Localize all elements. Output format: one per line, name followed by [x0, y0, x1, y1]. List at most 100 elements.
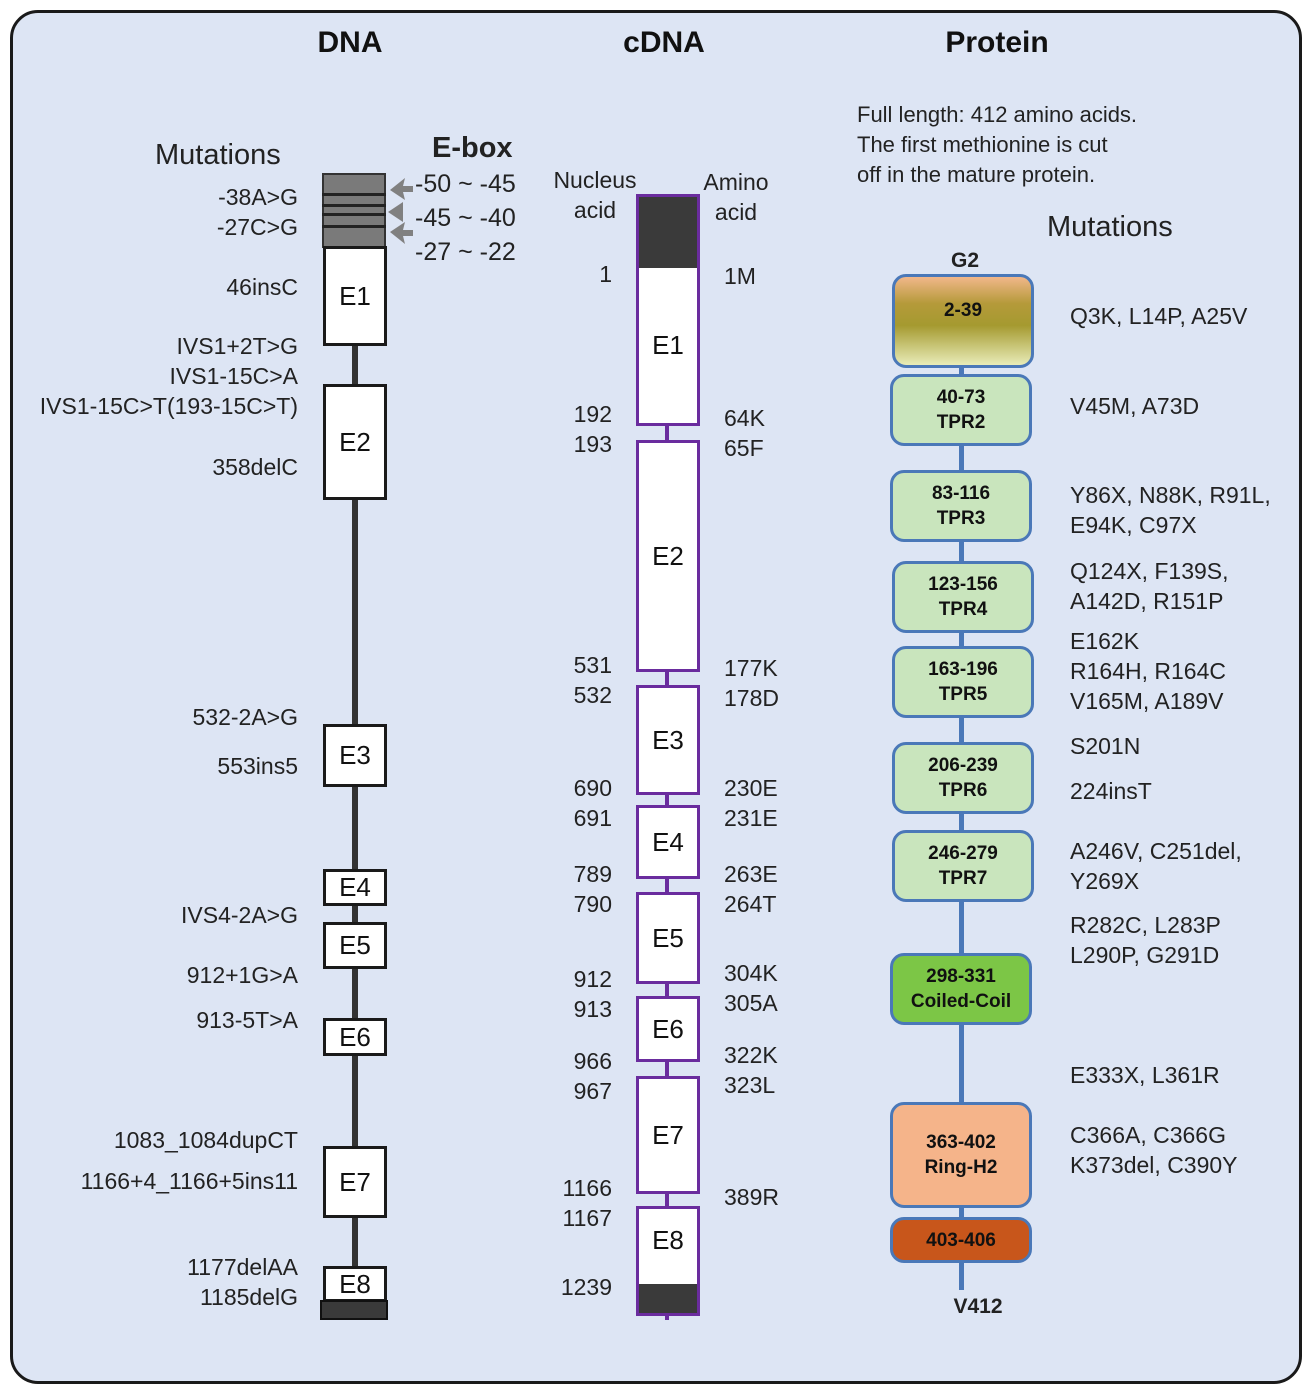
protein-mutation-group: Y86X, N88K, R91L, E94K, C97X — [1070, 480, 1271, 540]
protein-mutation: E333X, L361R — [1070, 1062, 1220, 1088]
amino-acid-position: 389R — [724, 1184, 779, 1210]
cdna-exon-e8: E8 — [636, 1206, 700, 1286]
dna-mutation: -27C>G — [216, 214, 298, 240]
nucleotide-position: 531 — [573, 652, 612, 678]
protein-domain-tpr5: 163-196 TPR5 — [892, 646, 1034, 718]
amino-acid-position: 178D — [724, 685, 779, 711]
nucleotide-position: 913 — [573, 996, 612, 1022]
nucleus-acid-label-1: Nucleus — [553, 167, 637, 193]
amino-acid-label-2: acid — [714, 199, 758, 225]
amino-acid-label-1: Amino — [703, 169, 769, 195]
protein-description: Full length: 412 amino acids. The first … — [857, 100, 1217, 190]
protein-description-line: Full length: 412 amino acids. — [857, 102, 1138, 127]
amino-acid-position: 231E — [724, 805, 778, 831]
dna-mutation: IVS1-15C>A — [169, 363, 299, 389]
protein-domain-tpr6: 206-239 TPR6 — [892, 742, 1034, 814]
amino-acid-position: 65F — [724, 435, 764, 461]
dna-exon-e6: E6 — [323, 1018, 387, 1056]
protein-mutation: R282C, L283P — [1070, 912, 1221, 938]
dna-exon-e3: E3 — [323, 724, 387, 787]
protein-axis-line — [959, 360, 964, 1290]
protein-mutation: A142D, R151P — [1070, 588, 1224, 614]
protein-mutation: V165M, A189V — [1070, 688, 1224, 714]
dna-mutation: 1177delAA — [187, 1254, 298, 1280]
domain-name: Ring-H2 — [924, 1157, 998, 1178]
protein-mutation: 224insT — [1070, 778, 1152, 804]
dna-mutation: -38A>G — [218, 184, 298, 210]
ebox-marker — [322, 204, 386, 207]
dna-header: DNA — [317, 26, 383, 59]
ebox-range: -27 ~ -22 — [415, 238, 516, 266]
protein-start-label: G2 — [950, 249, 980, 272]
nucleotide-position: 789 — [573, 861, 612, 887]
dna-mutation: 1185delG — [199, 1284, 298, 1310]
domain-name: TPR6 — [938, 780, 988, 801]
protein-mutation: V45M, A73D — [1070, 393, 1200, 419]
domain-range: 403-406 — [926, 1229, 996, 1251]
nucleotide-position: 1166 — [562, 1175, 612, 1201]
protein-domain-ring-h2: 363-402 Ring-H2 — [890, 1102, 1032, 1208]
protein-mutation: A246V, C251del, — [1070, 838, 1242, 864]
protein-domain-tpr4: 123-156 TPR4 — [892, 561, 1034, 633]
protein-mutation: Y86X, N88K, R91L, — [1070, 482, 1271, 508]
nucleotide-position: 193 — [573, 431, 612, 457]
protein-mutation-group: Q3K, L14P, A25V — [1070, 301, 1247, 331]
dna-mutation: 912+1G>A — [186, 962, 298, 988]
amino-acid-position: 323L — [724, 1072, 776, 1098]
dna-mutation: 532-2A>G — [192, 704, 299, 730]
protein-mutation: E162K — [1070, 628, 1140, 654]
nucleotide-position: 691 — [573, 805, 612, 831]
ebox-marker — [322, 213, 386, 216]
protein-mutation-group: C366A, C366G K373del, C390Y — [1070, 1120, 1238, 1180]
cdna-exon-e6: E6 — [636, 996, 700, 1062]
ebox-arrow — [390, 222, 413, 244]
domain-name: TPR4 — [938, 599, 988, 620]
dna-exon-e7: E7 — [323, 1146, 387, 1218]
domain-range: 246-279 — [928, 843, 998, 864]
protein-domain-tpr3: 83-116 TPR3 — [890, 470, 1032, 542]
protein-domain-tpr7: 246-279 TPR7 — [892, 830, 1034, 902]
nucleotide-position: 1 — [599, 261, 612, 287]
cdna-exon-e5: E5 — [636, 892, 700, 984]
protein-mutation-group: V45M, A73D — [1070, 391, 1199, 421]
protein-mutation: Y269X — [1070, 868, 1140, 894]
protein-mutation: R164H, R164C — [1070, 658, 1226, 684]
domain-range: 123-156 — [928, 574, 998, 595]
amino-acid-position: 230E — [724, 775, 778, 801]
domain-range: 40-73 — [936, 387, 986, 408]
domain-name: TPR5 — [938, 684, 988, 705]
amino-acid-position: 322K — [724, 1042, 778, 1068]
protein-mutation: K373del, C390Y — [1070, 1152, 1238, 1178]
amino-acid-position: 305A — [724, 990, 778, 1016]
dna-exon-e2: E2 — [323, 384, 387, 500]
protein-mutation-group: R282C, L283P L290P, G291D — [1070, 910, 1221, 970]
dna-mutation: IVS1+2T>G — [176, 333, 298, 359]
protein-mutation-group: 224insT — [1070, 776, 1152, 806]
dna-3utr — [320, 1300, 388, 1320]
dna-exon-e1: E1 — [323, 246, 387, 346]
dna-mutation: IVS4-2A>G — [181, 902, 298, 928]
ebox-arrow — [390, 178, 413, 200]
ebox-title: E-box — [432, 132, 513, 164]
protein-end-label: V412 — [953, 1295, 1003, 1318]
dna-exon-e5: E5 — [323, 922, 387, 969]
nucleotide-position: 967 — [573, 1078, 612, 1104]
ebox-arrow — [388, 202, 403, 222]
protein-domain-cterm: 403-406 — [890, 1217, 1032, 1263]
protein-domain-tpr2: 40-73 TPR2 — [890, 374, 1032, 446]
nucleotide-position: 532 — [573, 682, 612, 708]
nucleus-acid-label-2: acid — [573, 197, 617, 223]
cdna-exon-e2: E2 — [636, 440, 700, 672]
amino-acid-position: 263E — [724, 861, 778, 887]
nucleotide-position: 690 — [573, 775, 612, 801]
dna-mutation: 1083_1084dupCT — [113, 1127, 298, 1153]
domain-name: TPR3 — [936, 508, 986, 529]
domain-range: 163-196 — [928, 659, 998, 680]
protein-mutation: S201N — [1070, 733, 1141, 759]
domain-name: TPR7 — [938, 868, 988, 889]
dna-exon-e4: E4 — [323, 869, 387, 906]
nucleotide-position: 192 — [573, 401, 612, 427]
nucleotide-position: 790 — [573, 891, 612, 917]
cdna-exon-e3: E3 — [636, 685, 700, 795]
ebox-marker — [322, 225, 386, 228]
